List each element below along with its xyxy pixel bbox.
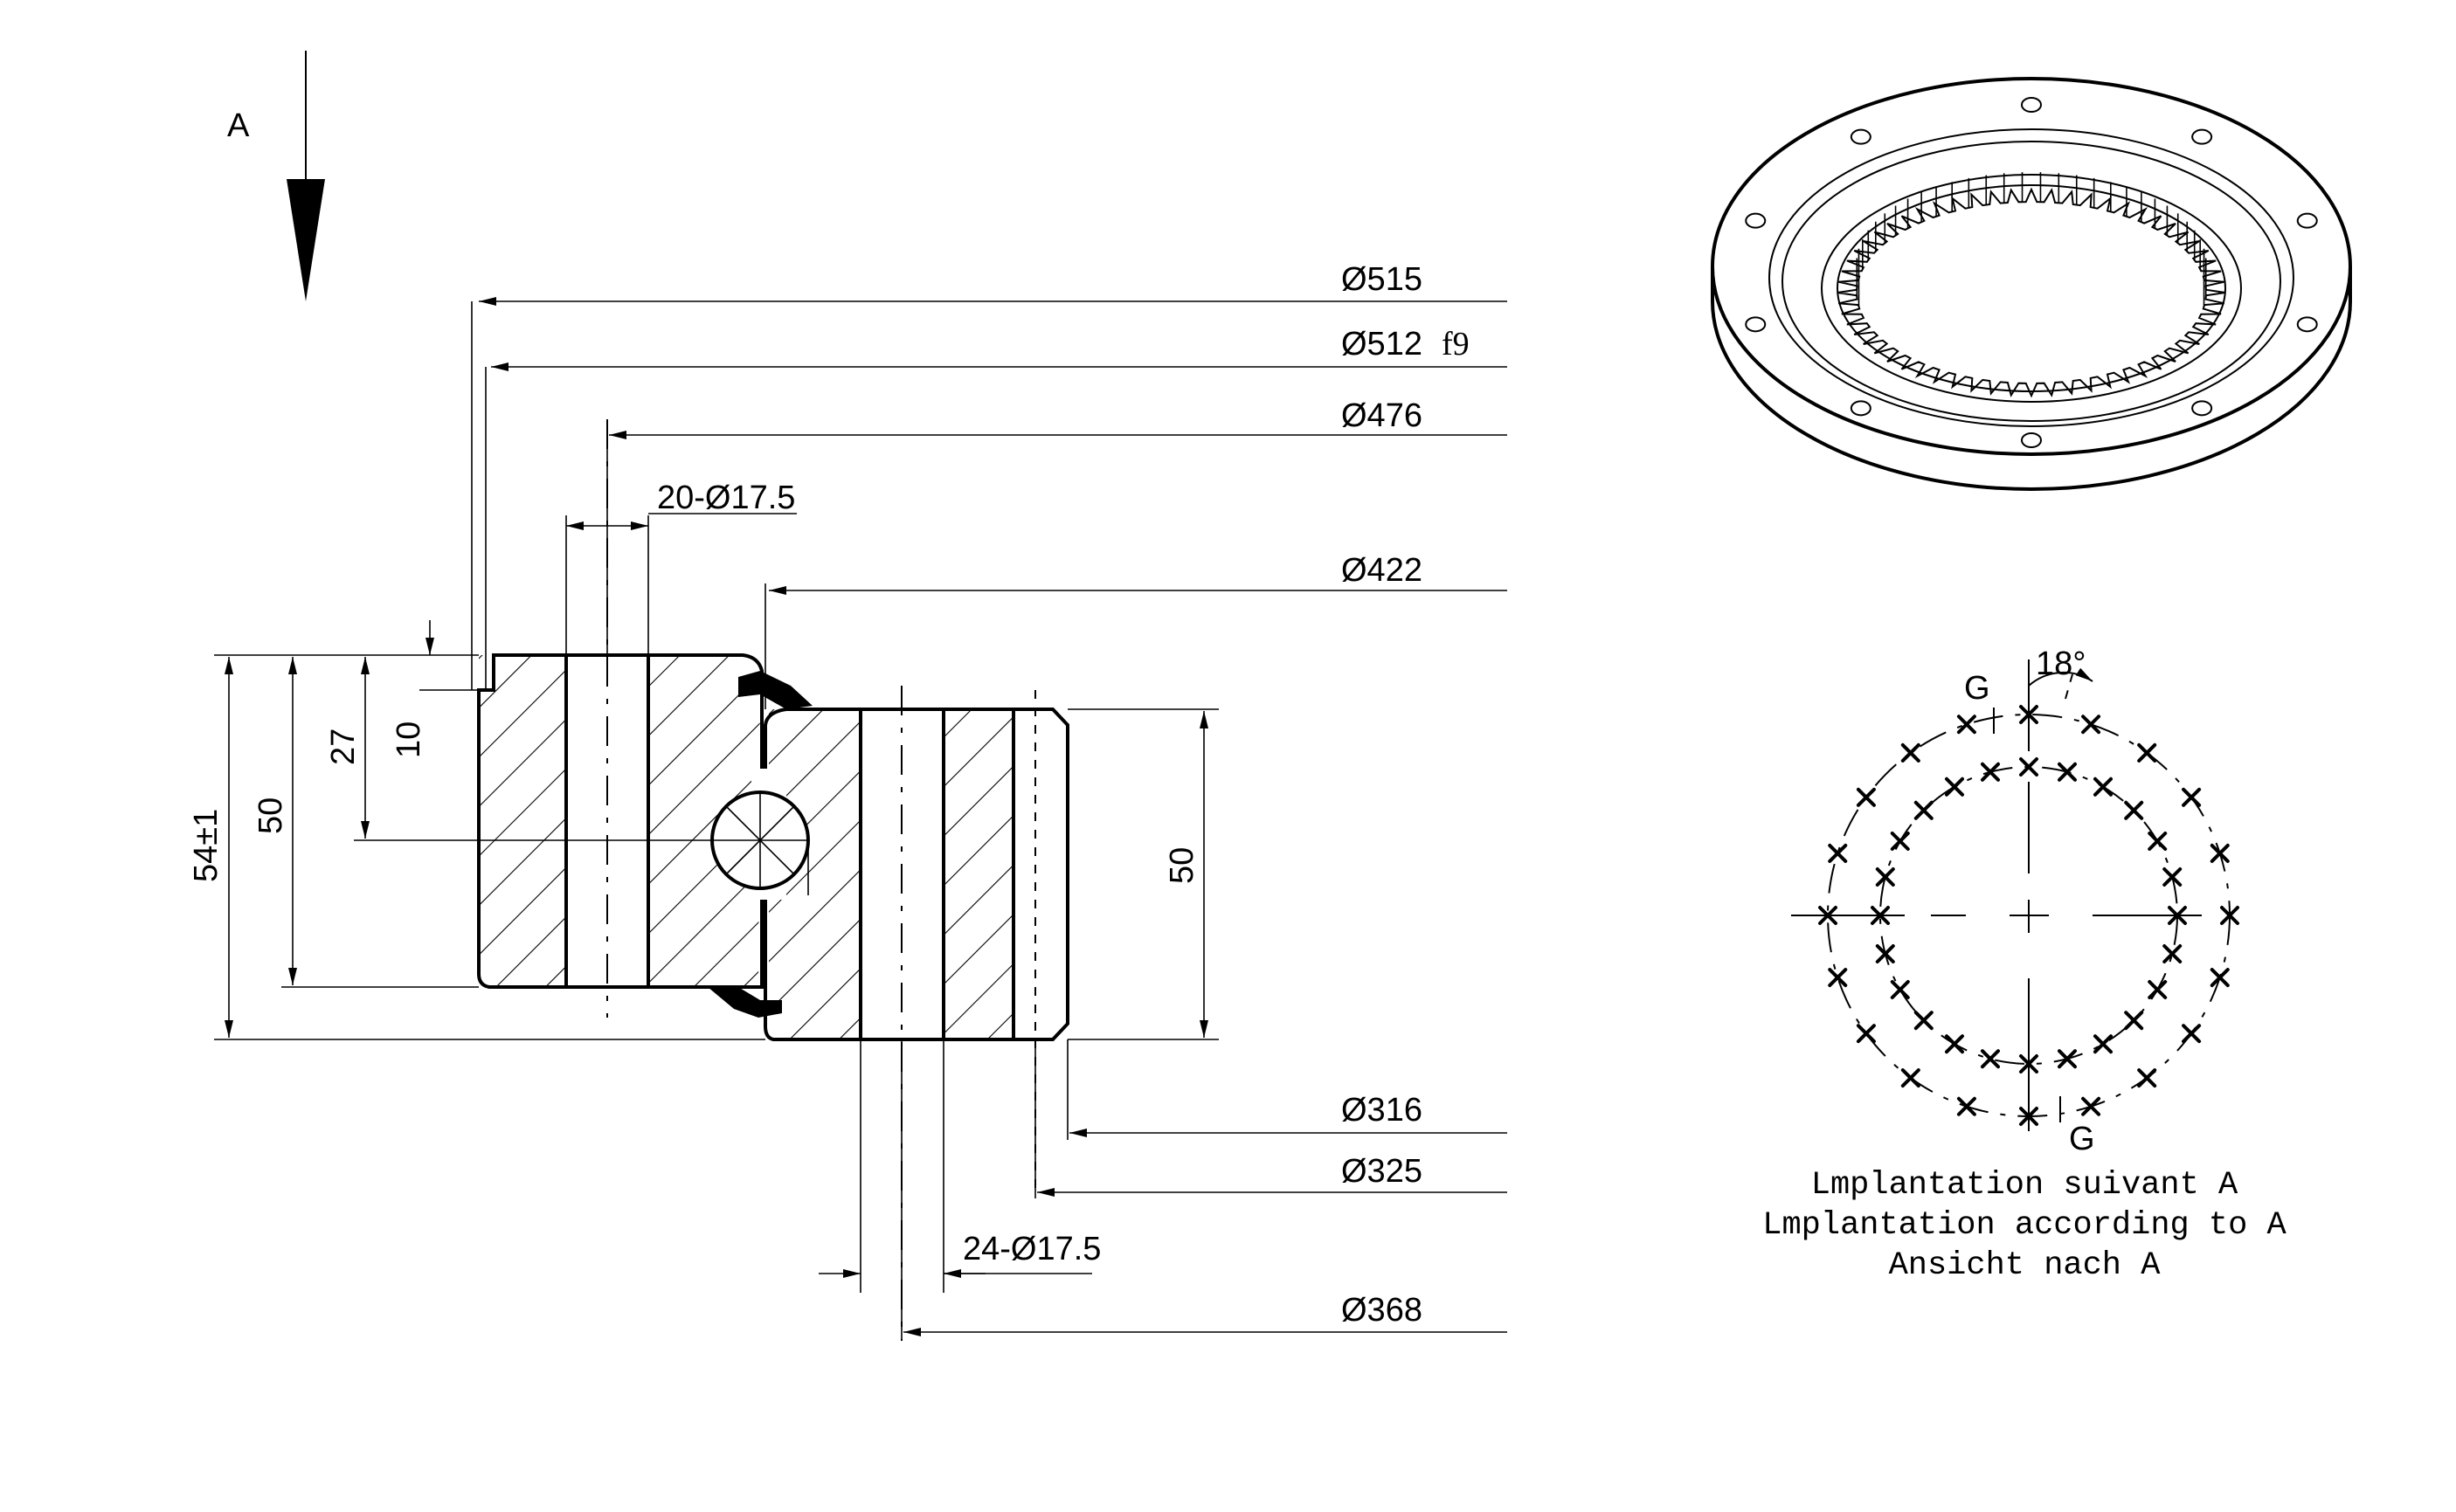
gear-tooth-profile: [1837, 187, 2226, 398]
inner-hole-marker: [2093, 1034, 2113, 1054]
seal-bottom: [708, 987, 782, 1018]
dim-h27: 27: [325, 728, 362, 765]
iso-bolt-hole: [1745, 212, 1767, 229]
outer-hole-marker: [2210, 843, 2230, 863]
outer-hole-marker: [1828, 843, 1848, 863]
inner-hole-marker: [1875, 867, 1895, 887]
outer-hole-marker: [2182, 787, 2202, 807]
outer-hole-marker: [2182, 1024, 2202, 1044]
dim-h50-right: 50: [1164, 847, 1200, 884]
inner-ring-outline: [764, 708, 1069, 1041]
dim-d325: Ø325: [1341, 1153, 1422, 1190]
caption-french: Lmplantation suivant A: [1811, 1167, 2238, 1204]
inner-hole-marker: [1981, 762, 2001, 782]
dim-holes-inner: 24-Ø17.5: [963, 1231, 1101, 1267]
dim-d515: Ø515: [1341, 261, 1422, 298]
inner-ring-hatch-right: [944, 709, 1014, 1039]
inner-hole-marker: [1875, 943, 1895, 963]
seal-top: [738, 671, 813, 709]
angle-label: 18°: [2036, 646, 2086, 682]
outer-ring-hatch-left: [479, 655, 566, 987]
iso-bolt-hole: [2296, 316, 2318, 333]
outer-hole-marker: [2137, 742, 2157, 763]
cross-section: [477, 419, 1069, 1341]
outer-hole-marker: [2081, 1096, 2101, 1116]
outer-hole-marker: [1828, 968, 1848, 988]
dim-d512-tolerance: f9: [1442, 326, 1470, 362]
dim-h54: 54±1: [188, 809, 225, 882]
inner-hole-marker: [1981, 1049, 2001, 1069]
outer-hole-marker: [2220, 906, 2239, 925]
iso-bolt-hole: [2021, 97, 2042, 113]
diameter-dimensions-top: Ø515 Ø512 f9 Ø476 20-Ø17.5 Ø422: [471, 261, 1507, 709]
diameter-dimensions-bottom: Ø316 Ø325 24-Ø17.5 Ø368: [819, 1039, 1507, 1341]
inner-hole-marker: [2019, 1054, 2038, 1074]
outer-hole-marker: [1956, 1096, 1976, 1116]
dim-d368: Ø368: [1341, 1292, 1422, 1329]
inner-hole-marker: [2057, 762, 2077, 782]
outer-hole-marker: [1900, 1068, 1920, 1088]
bearing-isometric-view: [1711, 77, 2352, 491]
marker-g-bottom: G: [2069, 1121, 2095, 1157]
marker-g-top: G: [1964, 670, 1990, 707]
dim-d422: Ø422: [1341, 552, 1422, 589]
iso-bolt-hole: [1745, 316, 1767, 333]
outer-hole-marker: [1856, 1024, 1876, 1044]
height-dimensions: 54±1 50 27 10 50: [188, 620, 1219, 1040]
iso-bolt-hole: [1850, 400, 1871, 417]
dim-d512: Ø512: [1341, 326, 1422, 362]
inner-hole-markers: [1871, 757, 2187, 1074]
outer-hole-marker: [2019, 1107, 2038, 1126]
inner-hole-marker: [1890, 980, 1910, 999]
inner-hole-marker: [2019, 757, 2038, 777]
inner-hole-marker: [1945, 777, 1964, 797]
inner-hole-marker: [1871, 906, 1890, 925]
inner-hole-marker: [2093, 777, 2113, 797]
hole-pattern-view: 18° G G Lmplantation suivant A Lmplantat…: [1762, 646, 2287, 1284]
outer-hole-marker: [1856, 787, 1876, 807]
outer-ring-hatch-right: [648, 655, 760, 987]
outer-hole-marker: [2137, 1068, 2157, 1088]
inner-ring-hatch-left: [769, 709, 861, 1039]
iso-bolt-hole: [2191, 128, 2213, 145]
dim-h50-left: 50: [253, 797, 289, 834]
outer-hole-marker: [2081, 715, 2101, 735]
dim-d476: Ø476: [1341, 397, 1422, 434]
outer-hole-marker: [1956, 715, 1976, 735]
iso-bolt-hole: [2296, 212, 2318, 229]
iso-bolt-hole: [1850, 128, 1871, 145]
gear-teeth: [1837, 172, 2226, 398]
iso-bolt-holes: [1745, 97, 2318, 448]
inner-hole-marker: [1913, 1011, 1934, 1031]
inner-hole-marker: [2124, 800, 2144, 820]
inner-hole-marker: [2148, 832, 2168, 851]
inner-hole-marker: [1890, 832, 1910, 851]
iso-bolt-hole: [2191, 400, 2213, 417]
inner-hole-marker: [1913, 800, 1934, 820]
dim-d316: Ø316: [1341, 1092, 1422, 1129]
outer-hole-marker: [1818, 906, 1837, 925]
inner-hole-marker: [2124, 1011, 2144, 1031]
inner-hole-marker: [2148, 980, 2168, 999]
inner-hole-marker: [2057, 1049, 2077, 1069]
view-label: A: [227, 107, 250, 144]
dim-h10: 10: [391, 721, 427, 758]
view-arrow-a: A: [227, 51, 325, 301]
iso-bolt-hole: [2021, 432, 2042, 448]
outer-hole-marker: [2210, 968, 2230, 988]
inner-hole-marker: [2168, 906, 2187, 925]
caption-english: Lmplantation according to A: [1762, 1207, 2287, 1244]
inner-hole-marker: [2162, 943, 2183, 963]
dim-holes-outer: 20-Ø17.5: [657, 480, 795, 516]
outer-ring-outline: [477, 653, 764, 989]
outer-hole-marker: [1900, 742, 1920, 763]
inner-hole-marker: [1945, 1034, 1964, 1054]
inner-hole-marker: [2162, 867, 2183, 887]
caption-german: Ansicht nach A: [1889, 1247, 2162, 1284]
